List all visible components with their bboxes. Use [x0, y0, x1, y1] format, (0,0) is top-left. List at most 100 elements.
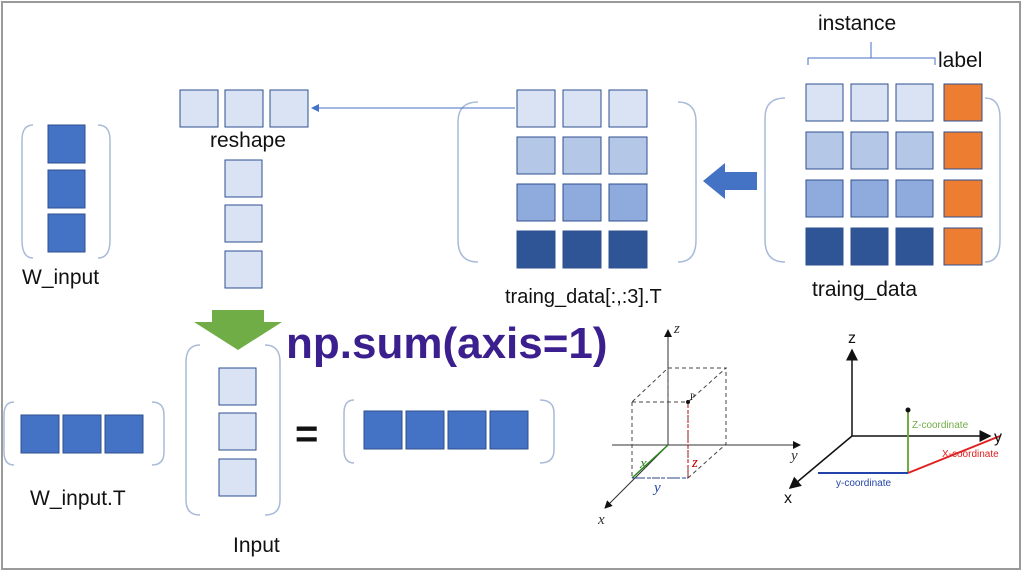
- equals-sign: =: [295, 412, 318, 456]
- input-caption: Input: [233, 534, 280, 557]
- traing-data-cell: [895, 227, 934, 266]
- z-dim-label: z: [691, 455, 698, 471]
- w-input-t-vector: [3, 401, 165, 466]
- input-vector: [185, 344, 281, 516]
- input-left-bracket: [185, 344, 201, 516]
- x-coordinate-line: [907, 435, 1001, 474]
- reshape-col-cell: [224, 159, 263, 198]
- point-p-label: P: [690, 392, 695, 402]
- slice-cell: [516, 230, 556, 269]
- result-right-bracket: [539, 399, 555, 464]
- result-cell: [363, 410, 403, 450]
- axis-y-label-right: y: [994, 429, 1002, 446]
- input-cell: [218, 412, 257, 451]
- traing-data-cell: [805, 179, 844, 218]
- reshape-row-cell: [224, 89, 264, 128]
- traing-data-caption: traing_data: [812, 278, 917, 301]
- slice-cell: [608, 136, 648, 175]
- traing-data-cell: [895, 83, 934, 122]
- instance-label: instance: [818, 12, 896, 35]
- axes-3d-coordinates: z y x Z-coordinate X-coordinate y-coordi…: [784, 330, 1002, 507]
- np-sum-title: np.sum(axis=1): [286, 319, 608, 368]
- reshape-label: reshape: [210, 129, 286, 152]
- w-input-t-left-bracket: [3, 401, 15, 466]
- w-input-cell: [47, 124, 86, 164]
- reshape-row-vector: [179, 89, 309, 128]
- result-cell: [447, 410, 487, 450]
- traing-data-cell: [895, 179, 934, 218]
- w-input-cell: [47, 213, 86, 253]
- slice-right-bracket: [677, 101, 697, 263]
- axis-x-line-right: [788, 435, 853, 489]
- label-cell: [943, 227, 983, 266]
- result-cell: [405, 410, 445, 450]
- traing-data-cell: [895, 131, 934, 170]
- traing-data-cell: [805, 131, 844, 170]
- slice-cell: [608, 89, 648, 128]
- w-input-t-right-bracket: [151, 401, 165, 466]
- slice-cell: [562, 183, 602, 222]
- result-cell: [489, 410, 529, 450]
- axis-x-label: x: [597, 512, 605, 528]
- traing-data-left-bracket: [764, 97, 786, 263]
- label-cell: [943, 179, 983, 218]
- w-input-t-cell: [62, 414, 102, 454]
- w-input-t-caption: W_input.T: [30, 487, 126, 510]
- x-coordinate-label: X-coordinate: [942, 449, 999, 460]
- traing-data-matrix: [764, 83, 1001, 266]
- axis-y-label: y: [789, 448, 798, 464]
- instance-brace: [807, 57, 936, 65]
- traing-data-slice-caption: traing_data[:,:3].T: [505, 286, 662, 308]
- transpose-arrow: [703, 163, 757, 199]
- traing-data-cell: [805, 227, 844, 266]
- w-input-t-cell: [20, 414, 60, 454]
- reshape-column-vector: [224, 159, 263, 289]
- w-input-vector: [21, 124, 111, 259]
- point-marker: [905, 407, 911, 413]
- result-left-bracket: [343, 399, 355, 464]
- label-cell: [943, 83, 983, 122]
- traing-data-right-bracket: [984, 97, 1001, 263]
- reshape-col-cell: [224, 204, 263, 243]
- label-label: label: [938, 49, 982, 72]
- reshape-row-cell: [269, 89, 309, 128]
- slice-cell: [608, 183, 648, 222]
- w-input-t-cell: [104, 414, 144, 454]
- w-input-right-bracket: [97, 124, 111, 259]
- label-cell: [943, 131, 983, 170]
- x-dim-label: x: [639, 456, 647, 472]
- green-down-arrow: [194, 310, 282, 350]
- traing-data-cell: [850, 83, 889, 122]
- slice-cell: [516, 136, 556, 175]
- input-right-bracket: [264, 344, 281, 516]
- point-p: [686, 400, 690, 404]
- reshape-row-cell: [179, 89, 219, 128]
- z-coordinate-label: Z-coordinate: [912, 420, 969, 431]
- x-dim-line: [631, 444, 669, 479]
- slice-cell: [562, 136, 602, 175]
- traing-data-slice-matrix: [457, 89, 697, 269]
- reshape-col-cell: [224, 250, 263, 289]
- axes-3d-box: z y x P x y z: [597, 321, 801, 528]
- axis-x-label-right: x: [784, 490, 792, 507]
- slice-cell: [562, 89, 602, 128]
- result-vector: [343, 399, 555, 464]
- slice-cell: [516, 183, 556, 222]
- w-input-cell: [47, 169, 86, 209]
- slice-cell: [516, 89, 556, 128]
- y-coordinate-label: y-coordinate: [836, 478, 891, 489]
- traing-data-cell: [850, 227, 889, 266]
- input-cell: [218, 458, 257, 497]
- input-cell: [218, 367, 257, 406]
- w-input-left-bracket: [21, 124, 34, 259]
- slice-cell: [608, 230, 648, 269]
- traing-data-cell: [850, 179, 889, 218]
- traing-data-cell: [850, 131, 889, 170]
- slice-cell: [562, 230, 602, 269]
- axis-z-label: z: [673, 321, 680, 337]
- y-dim-label: y: [652, 480, 661, 496]
- axis-z-label-right: z: [848, 330, 856, 347]
- slice-left-bracket: [457, 101, 479, 263]
